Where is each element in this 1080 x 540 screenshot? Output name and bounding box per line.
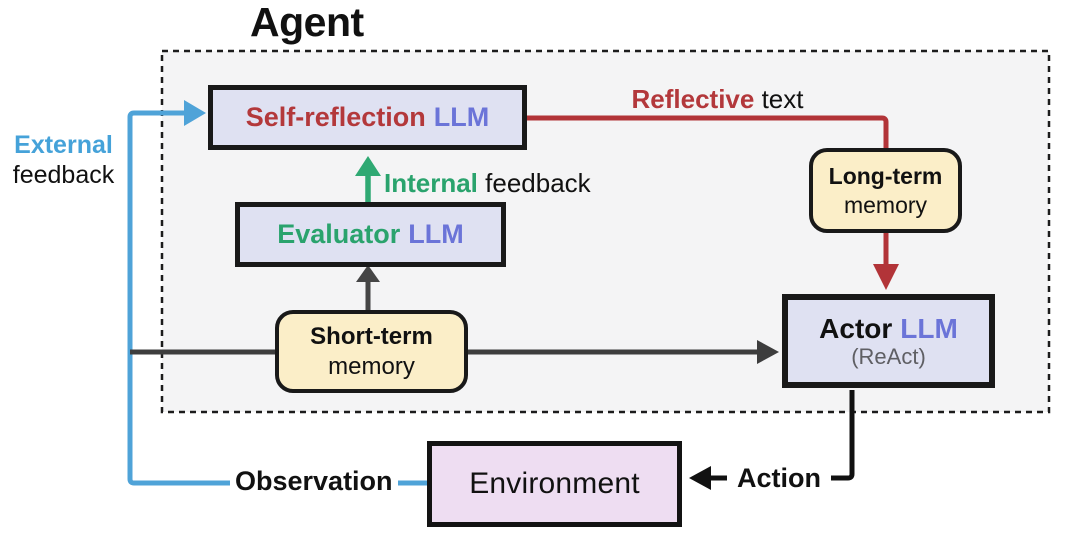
short-term-memory-subtitle: memory: [328, 352, 415, 380]
external-feedback-word: External: [14, 131, 113, 159]
environment-box: Environment: [427, 441, 682, 527]
short-term-memory-box: Short-term memory: [275, 310, 468, 393]
actor-llm-box: Actor LLM (ReAct): [782, 294, 995, 388]
actor-subtitle: (ReAct): [851, 343, 926, 369]
reflective-text-word: Reflective: [631, 84, 755, 114]
memory-to-evaluator-arrowhead-icon: [356, 265, 380, 282]
action-elbow-line: [831, 390, 855, 481]
external-feedback-label: External feedback: [0, 130, 127, 190]
trajectory-arrowhead-icon: [757, 340, 779, 364]
reflective-text-arrowhead-icon: [873, 264, 899, 290]
internal-feedback-rest: feedback: [485, 168, 591, 198]
environment-label: Environment: [469, 467, 640, 500]
internal-feedback-arrowhead-icon: [355, 156, 381, 176]
agent-title: Agent: [250, 0, 364, 45]
self-reflection-llm-box: Self-reflection LLM: [208, 85, 527, 150]
reflective-text-line: [527, 115, 889, 266]
evaluator-llm-suffix: LLM: [408, 219, 464, 249]
action-label: Action: [733, 461, 825, 496]
reflective-text-label: Reflective text: [600, 84, 835, 115]
actor-llm-suffix: LLM: [900, 312, 958, 344]
observation-external-feedback-line: [127, 110, 427, 486]
self-reflection-label: Self-reflection: [245, 102, 426, 132]
observation-label: Observation: [230, 464, 398, 499]
evaluator-llm-box: Evaluator LLM: [235, 202, 506, 267]
self-reflection-llm-suffix: LLM: [433, 102, 490, 132]
long-term-memory-subtitle: memory: [843, 191, 928, 218]
external-feedback-arrowhead-icon: [184, 100, 206, 126]
action-arrowhead-icon: [689, 466, 711, 490]
short-term-memory-title: Short-term: [310, 323, 433, 351]
evaluator-label: Evaluator: [277, 219, 401, 249]
external-feedback-rest: feedback: [12, 161, 115, 189]
actor-label: Actor: [819, 312, 893, 344]
internal-feedback-word: Internal: [384, 168, 478, 198]
internal-feedback-label: Internal feedback: [384, 168, 591, 199]
long-term-memory-title: Long-term: [828, 163, 943, 190]
reflective-text-rest: text: [761, 84, 804, 114]
long-term-memory-box: Long-term memory: [809, 148, 962, 233]
